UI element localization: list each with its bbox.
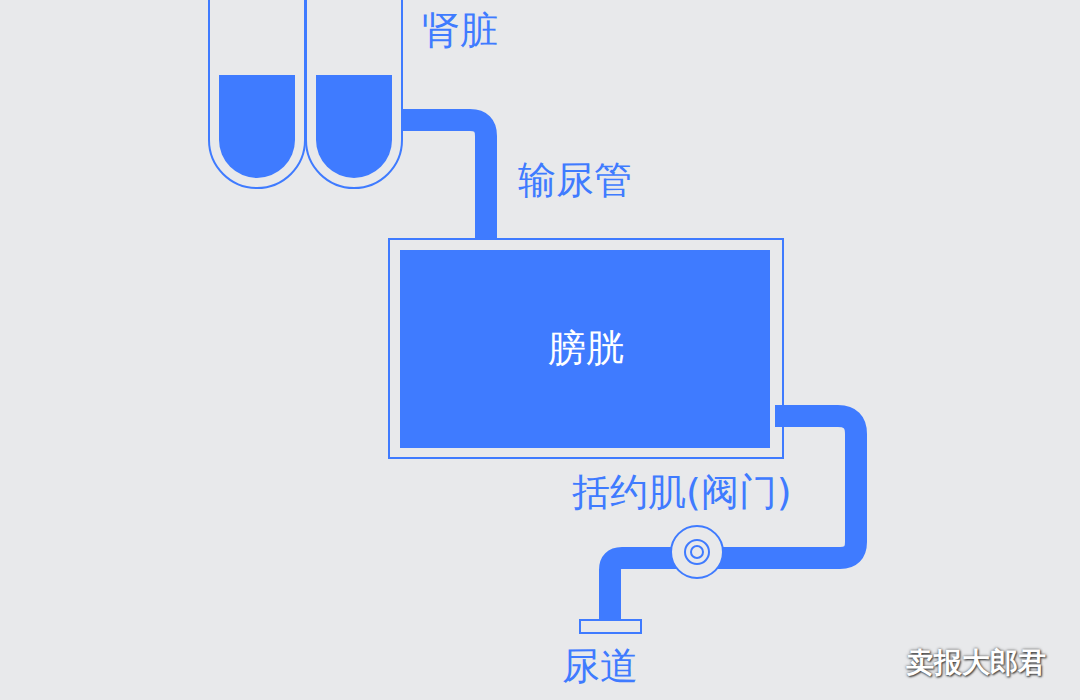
tube-liquid xyxy=(219,75,295,178)
watermark: 卖报大郎君 xyxy=(906,646,1046,680)
part-label: 尿道 xyxy=(562,644,638,690)
kidney-tubes: 肾脏 xyxy=(208,0,404,190)
tube-liquid xyxy=(316,75,392,178)
valve-core xyxy=(691,546,703,558)
ureter-pipe xyxy=(402,120,486,238)
tube-outline xyxy=(306,0,402,188)
node-label: 膀胱 xyxy=(548,326,624,372)
node-label: 肾脏 xyxy=(422,8,498,54)
edge-label: 输尿管 xyxy=(518,158,632,204)
test-tubes xyxy=(208,0,404,190)
part-label: 括约肌(阀门) xyxy=(572,470,792,516)
valve-ring xyxy=(685,540,709,564)
urethra-end xyxy=(580,620,641,633)
tube-outline xyxy=(209,0,305,188)
valve-symbol xyxy=(671,526,723,578)
bladder-box: 膀胱 xyxy=(388,238,784,459)
